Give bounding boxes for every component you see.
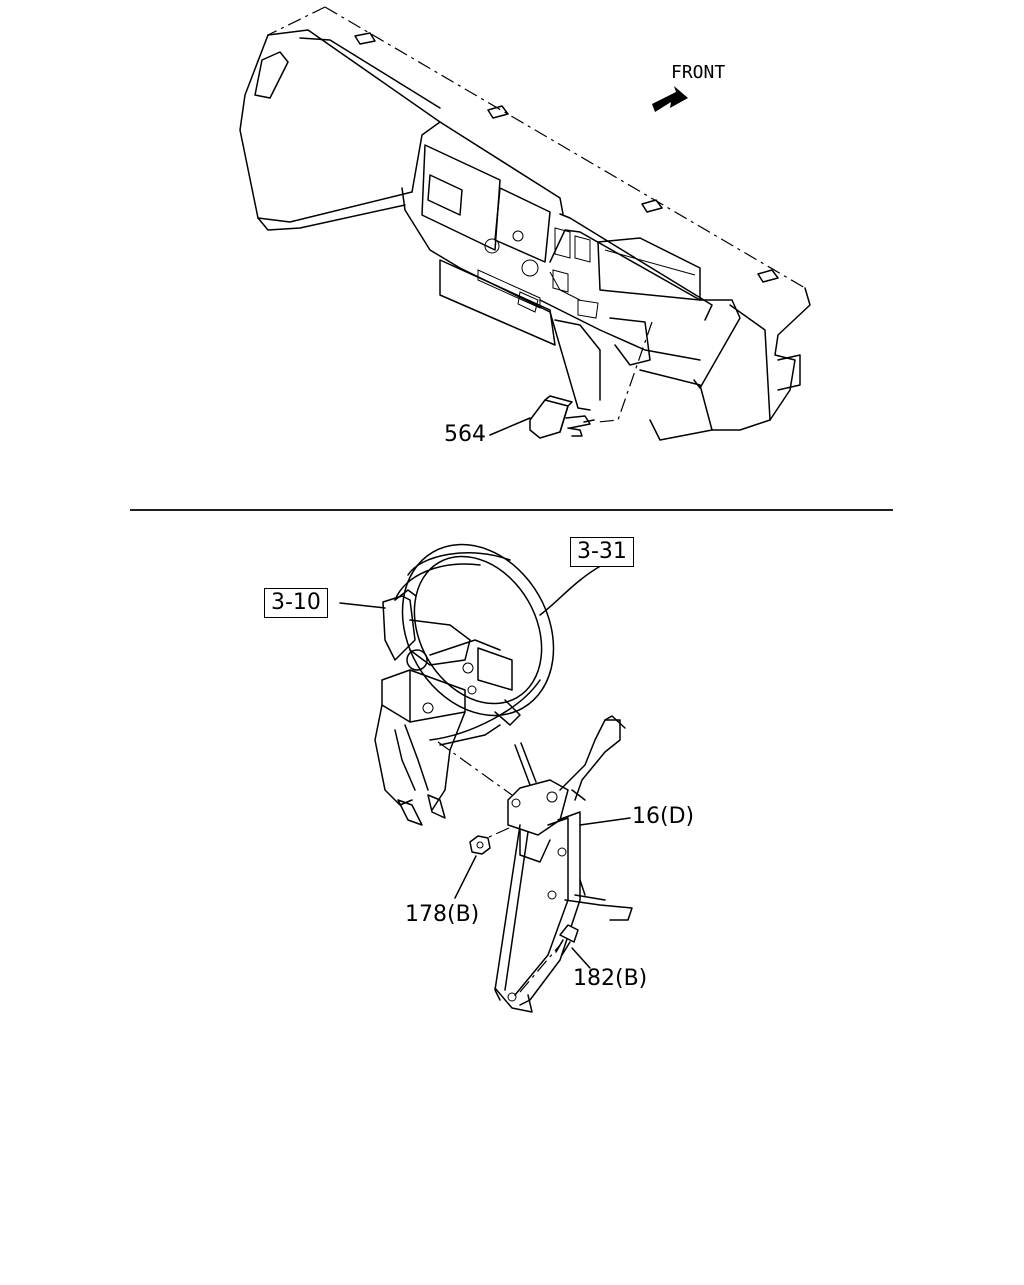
callout-564: 564	[444, 422, 486, 447]
callout-178b: 178(B)	[405, 902, 480, 927]
leader-182b	[571, 947, 591, 969]
brake-booster-drawing	[394, 543, 555, 741]
callout-182b: 182(B)	[573, 966, 648, 991]
bolt-part-182b	[555, 924, 579, 956]
switch-part-564	[529, 395, 595, 439]
alignment-line	[437, 741, 513, 796]
leader-16d	[579, 817, 631, 826]
reference-box-3-31: 3-31	[570, 537, 634, 568]
alignment-line-bolt	[519, 944, 561, 993]
leader-178b	[454, 855, 477, 899]
master-cylinder-drawing	[374, 589, 521, 826]
nut-part-178b	[469, 835, 491, 855]
callout-16d: 16(D)	[632, 804, 695, 829]
reference-box-3-10: 3-10	[264, 588, 328, 619]
leader-3-31	[539, 563, 605, 616]
leader-564	[489, 417, 531, 436]
front-label: FRONT	[671, 62, 726, 83]
front-arrow-icon	[652, 86, 688, 112]
instrument-panel-drawing	[239, 6, 811, 441]
leader-3-10	[339, 602, 386, 609]
